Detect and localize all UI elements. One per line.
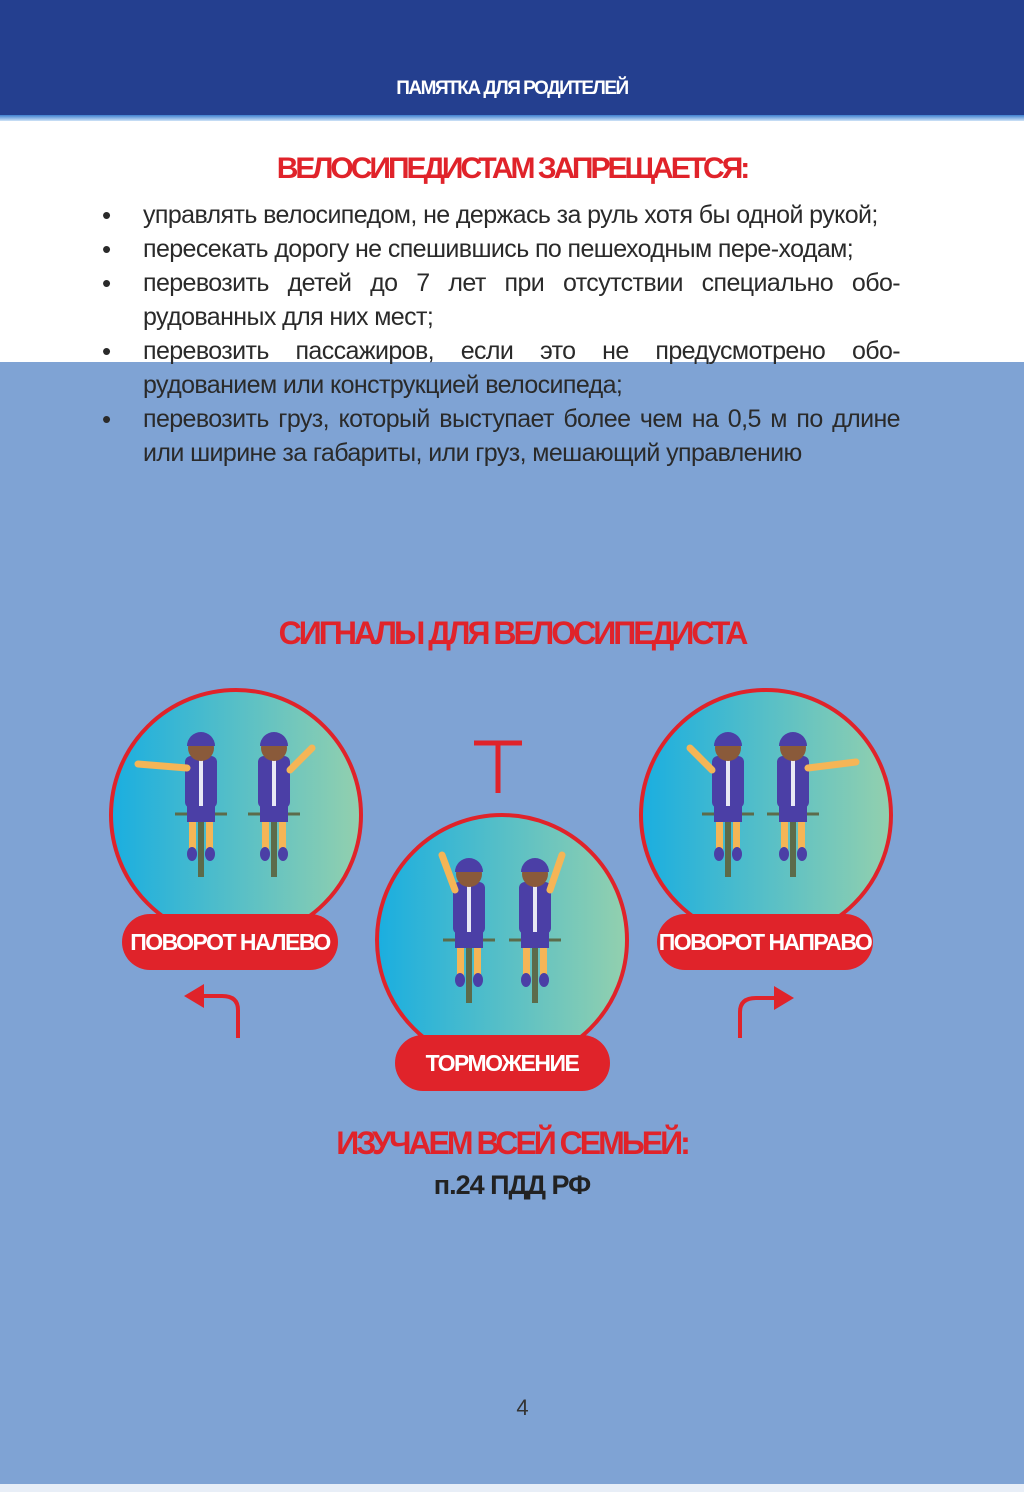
list-item: пересекать дорогу не спешившись по пешех…: [100, 232, 900, 266]
turn-right-signal: ПОВОРОТ НАПРАВО: [639, 688, 893, 1038]
turn-left-signal: ПОВОРОТ НАЛЕВО: [109, 688, 363, 1038]
braking-label: ТОРМОЖЕНИЕ: [426, 1050, 580, 1076]
turn-left-arrow-icon: [192, 994, 240, 1038]
bottom-strip: [0, 1484, 1024, 1492]
list-item: перевозить детей до 7 лет при отсутствии…: [100, 266, 901, 334]
turn-right-arrow-icon: [738, 996, 786, 1038]
list-item: перевозить груз, который выступает более…: [100, 402, 901, 470]
signals-title: СИГНАЛЫ ДЛЯ ВЕЛОСИПЕДИСТА: [278, 615, 749, 651]
prohibited-list: управлять велосипедом, не держась за рул…: [100, 198, 901, 470]
list-item: перевозить пассажиров, если это не преду…: [100, 334, 901, 402]
rules-reference: п.24 ПДД РФ: [433, 1170, 591, 1200]
page-number: 4: [516, 1395, 529, 1420]
braking-signal: ТОРМОЖЕНИЕ: [375, 813, 629, 1091]
list-item: управлять велосипедом, не держась за рул…: [100, 198, 900, 232]
brake-symbol-icon: [474, 740, 522, 793]
turn-right-label: ПОВОРОТ НАПРАВО: [659, 929, 872, 955]
header-divider: [0, 115, 1024, 121]
study-title: ИЗУЧАЕМ ВСЕЙ СЕМЬЕЙ:: [336, 1125, 691, 1161]
turn-left-label: ПОВОРОТ НАЛЕВО: [130, 929, 330, 955]
prohibited-title: ВЕЛОСИПЕДИСТАМ ЗАПРЕЩАЕТСЯ:: [276, 152, 751, 185]
page-header: [0, 0, 1024, 115]
header-title: ПАМЯТКА ДЛЯ РОДИТЕЛЕЙ: [396, 78, 629, 99]
